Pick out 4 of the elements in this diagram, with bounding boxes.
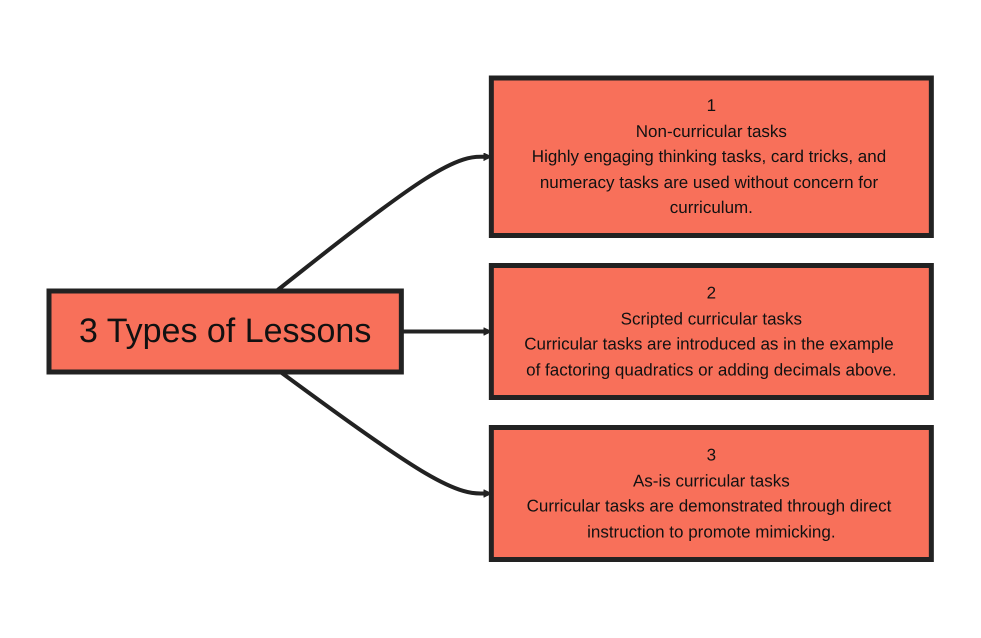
node-box: 3 Types of Lessons <box>46 288 404 375</box>
node-box: 3 As-is curricular tasks Curricular tasks are demonstrated through direct instruction to promote mimicking. <box>489 425 934 562</box>
node-box: 2 Scripted curricular tasks Curricular tasks are introduced as in the example of factoring quadratics or adding decimals above. <box>489 263 934 400</box>
node-box: 1 Non-curricular tasks Highly engaging thinking tasks, card tricks, and numeracy tasks are used without concern for curriculum. <box>489 76 934 238</box>
